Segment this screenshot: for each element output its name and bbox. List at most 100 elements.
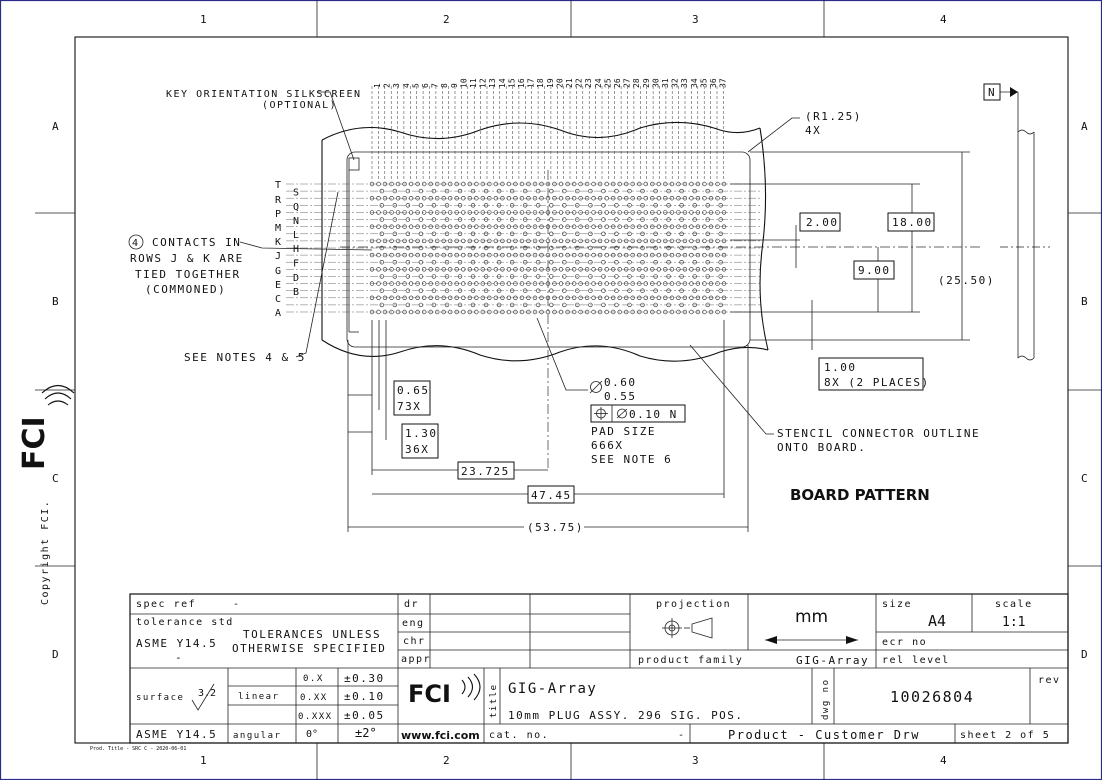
column-number: 31 bbox=[661, 78, 670, 88]
pad bbox=[715, 309, 720, 315]
zone-row-d-left: D bbox=[52, 648, 59, 661]
position-tolerance-frame bbox=[590, 404, 686, 423]
column-number: 28 bbox=[632, 78, 641, 88]
note4-line4: (COMMONED) bbox=[145, 283, 226, 296]
dim-130-line1: 1.30 bbox=[405, 427, 438, 440]
pad-dia-max: 0.60 bbox=[604, 376, 637, 389]
break-line-right bbox=[759, 127, 769, 351]
pad bbox=[575, 217, 580, 222]
note4-line2: ROWS J & K ARE bbox=[130, 252, 244, 265]
title-line2: 10mm PLUG ASSY. 296 SIG. POS. bbox=[508, 709, 744, 722]
pad bbox=[630, 196, 635, 201]
pad bbox=[715, 238, 720, 244]
pad bbox=[448, 309, 453, 315]
tol-unless-line1: TOLERANCES UNLESS bbox=[243, 628, 381, 641]
pad bbox=[435, 181, 440, 187]
pad bbox=[448, 252, 453, 258]
column-number: 10 bbox=[459, 78, 468, 88]
key-silkscreen bbox=[348, 157, 360, 171]
dim-9-box bbox=[853, 260, 895, 280]
surface-label: surface bbox=[136, 693, 184, 703]
column-number: 7 bbox=[431, 83, 440, 88]
dwg-no-label: dwg no bbox=[821, 678, 831, 720]
pad-dia-min: 0.55 bbox=[604, 390, 637, 403]
row-letter-left: C bbox=[275, 294, 281, 305]
pad bbox=[715, 196, 720, 201]
pad bbox=[617, 181, 622, 187]
pad bbox=[435, 210, 440, 215]
pad bbox=[630, 238, 635, 244]
break-line-top bbox=[321, 121, 761, 141]
angular-label: angular bbox=[233, 731, 281, 741]
dim-2-box bbox=[799, 212, 841, 232]
column-number: 15 bbox=[507, 78, 516, 88]
pad bbox=[435, 295, 440, 300]
tol-xxx-val: ±0.05 bbox=[344, 709, 385, 722]
pad bbox=[379, 188, 384, 194]
column-number: 5 bbox=[411, 83, 420, 88]
pad bbox=[575, 288, 580, 293]
zone-col-4-top: 4 bbox=[940, 13, 947, 26]
pad bbox=[435, 309, 440, 315]
pad bbox=[588, 231, 593, 237]
column-number: 37 bbox=[719, 78, 728, 88]
tolerance-std-label: tolerance std bbox=[136, 617, 234, 628]
angular-value: 0° bbox=[306, 729, 318, 740]
column-number: 35 bbox=[699, 78, 708, 88]
column-number: 1 bbox=[373, 83, 382, 88]
pad bbox=[448, 224, 453, 229]
pad bbox=[448, 295, 453, 300]
footer-note: Prod. Title - SRC C - 2020-06-01 bbox=[90, 746, 186, 752]
pad bbox=[588, 302, 593, 308]
column-number: 21 bbox=[565, 78, 574, 88]
dim-1-line2: 8X (2 PLACES) bbox=[824, 376, 930, 389]
pad bbox=[588, 274, 593, 279]
dim-47-text: 47.45 bbox=[531, 489, 572, 502]
column-number: 16 bbox=[517, 78, 526, 88]
see-notes-leader bbox=[295, 191, 339, 358]
pad bbox=[532, 224, 538, 229]
row-letter-right: F bbox=[293, 259, 299, 270]
appr-label: appr bbox=[401, 654, 431, 665]
pad bbox=[532, 181, 538, 187]
eng-label: eng bbox=[402, 618, 425, 629]
column-number: 23 bbox=[584, 78, 593, 88]
pad bbox=[532, 210, 538, 215]
pad bbox=[630, 309, 635, 315]
pad bbox=[448, 196, 453, 201]
row-letter-right: D bbox=[293, 273, 299, 284]
pad bbox=[435, 281, 440, 286]
tolerance-std-dash: - bbox=[175, 651, 183, 664]
row-letter-right: N bbox=[293, 216, 299, 227]
pad bbox=[435, 267, 440, 272]
row-letter-right: L bbox=[293, 230, 299, 241]
pad bbox=[715, 252, 720, 258]
pad bbox=[617, 224, 622, 229]
pad bbox=[617, 267, 622, 272]
title-block-fci-logo: FCI bbox=[408, 673, 481, 708]
spec-ref-label: spec ref bbox=[136, 599, 196, 610]
pad bbox=[617, 281, 622, 286]
row-letter-right: Q bbox=[293, 202, 299, 213]
pad bbox=[448, 210, 453, 215]
column-number: 36 bbox=[709, 78, 718, 88]
title-label: title bbox=[489, 683, 499, 718]
zone-col-3-top: 3 bbox=[692, 13, 699, 26]
column-number: 24 bbox=[594, 78, 603, 88]
zone-row-a-left: A bbox=[52, 120, 59, 133]
sheet-number: sheet 2 of 5 bbox=[960, 730, 1050, 741]
column-number: 32 bbox=[671, 78, 680, 88]
column-number: 29 bbox=[642, 78, 651, 88]
pad-count: 666X bbox=[591, 439, 624, 452]
linear-label: linear bbox=[238, 692, 280, 702]
pad bbox=[617, 252, 622, 258]
pad bbox=[435, 224, 440, 229]
note4-number: 4 bbox=[132, 238, 138, 249]
column-number: 25 bbox=[603, 78, 612, 88]
row-letter-left: M bbox=[275, 223, 281, 234]
side-elevation bbox=[1000, 92, 1050, 361]
pad bbox=[392, 217, 397, 222]
rev-label: rev bbox=[1038, 675, 1061, 686]
column-number: 18 bbox=[536, 78, 545, 88]
pad bbox=[575, 302, 580, 308]
